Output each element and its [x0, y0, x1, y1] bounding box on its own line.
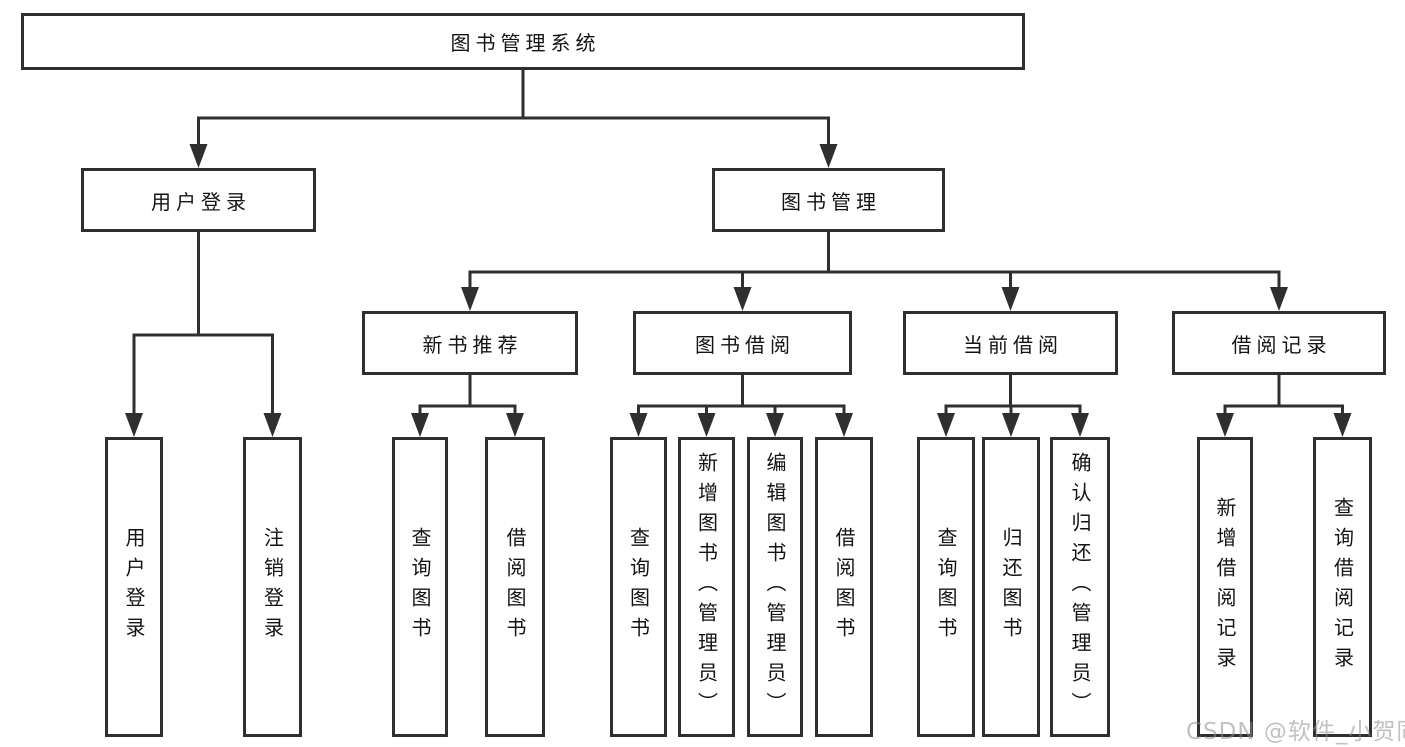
- leaf-borrow-books: 借阅图书: [815, 437, 873, 737]
- node-new-book-recommend-label: 新书推荐: [422, 332, 523, 357]
- node-book-management-label: 图书管理: [781, 189, 881, 214]
- leaf-add-borrow-record-label: 新增借阅记录: [1213, 497, 1237, 677]
- leaf-add-books-admin: 新增图书（管理员）: [678, 437, 735, 737]
- leaf-confirm-return-admin-label: 确认归还（管理员）: [1068, 452, 1092, 722]
- node-book-management: 图书管理: [712, 168, 945, 232]
- leaf-confirm-return-admin: 确认归还（管理员）: [1050, 437, 1110, 737]
- node-book-borrow: 图书借阅: [633, 311, 852, 375]
- csdn-watermark: CSDN @软件_小贺同学: [1186, 719, 1405, 745]
- leaf-edit-books-admin: 编辑图书（管理员）: [747, 437, 803, 737]
- leaf-query-borrow-record-label: 查询借阅记录: [1330, 497, 1355, 677]
- leaf-borrow-query-books-label: 查询图书: [626, 527, 651, 647]
- leaf-recommend-borrow-books-label: 借阅图书: [503, 527, 527, 647]
- node-book-borrow-label: 图书借阅: [695, 332, 795, 357]
- node-current-borrow-label: 当前借阅: [963, 332, 1063, 357]
- leaf-logout-label: 注销登录: [260, 527, 285, 647]
- node-root: 图书管理系统: [21, 13, 1025, 70]
- leaf-recommend-query-books: 查询图书: [392, 437, 448, 737]
- leaf-add-borrow-record: 新增借阅记录: [1197, 437, 1253, 737]
- leaf-logout: 注销登录: [243, 437, 302, 737]
- leaf-borrow-query-books: 查询图书: [610, 437, 667, 737]
- leaf-edit-books-admin-label: 编辑图书（管理员）: [763, 452, 787, 722]
- node-root-label: 图书管理系统: [450, 31, 601, 55]
- leaf-recommend-borrow-books: 借阅图书: [485, 437, 545, 737]
- node-user-login-label: 用户登录: [151, 189, 251, 214]
- leaf-query-borrow-record: 查询借阅记录: [1313, 437, 1372, 737]
- leaf-user-login: 用户登录: [105, 437, 163, 737]
- node-user-login: 用户登录: [81, 168, 316, 232]
- node-borrow-records-label: 借阅记录: [1231, 332, 1332, 357]
- leaf-user-login-label: 用户登录: [122, 527, 146, 647]
- leaf-add-books-admin-label: 新增图书（管理员）: [694, 452, 719, 722]
- arrowheads: [125, 144, 1352, 437]
- node-borrow-records: 借阅记录: [1172, 311, 1386, 375]
- leaf-borrow-books-label: 借阅图书: [832, 527, 856, 647]
- leaf-recommend-query-books-label: 查询图书: [408, 527, 432, 647]
- node-new-book-recommend: 新书推荐: [362, 311, 578, 375]
- leaf-return-books: 归还图书: [982, 437, 1040, 737]
- node-current-borrow: 当前借阅: [903, 311, 1118, 375]
- leaf-current-query-books: 查询图书: [917, 437, 975, 737]
- leaf-return-books-label: 归还图书: [999, 527, 1023, 647]
- leaf-current-query-books-label: 查询图书: [934, 527, 958, 647]
